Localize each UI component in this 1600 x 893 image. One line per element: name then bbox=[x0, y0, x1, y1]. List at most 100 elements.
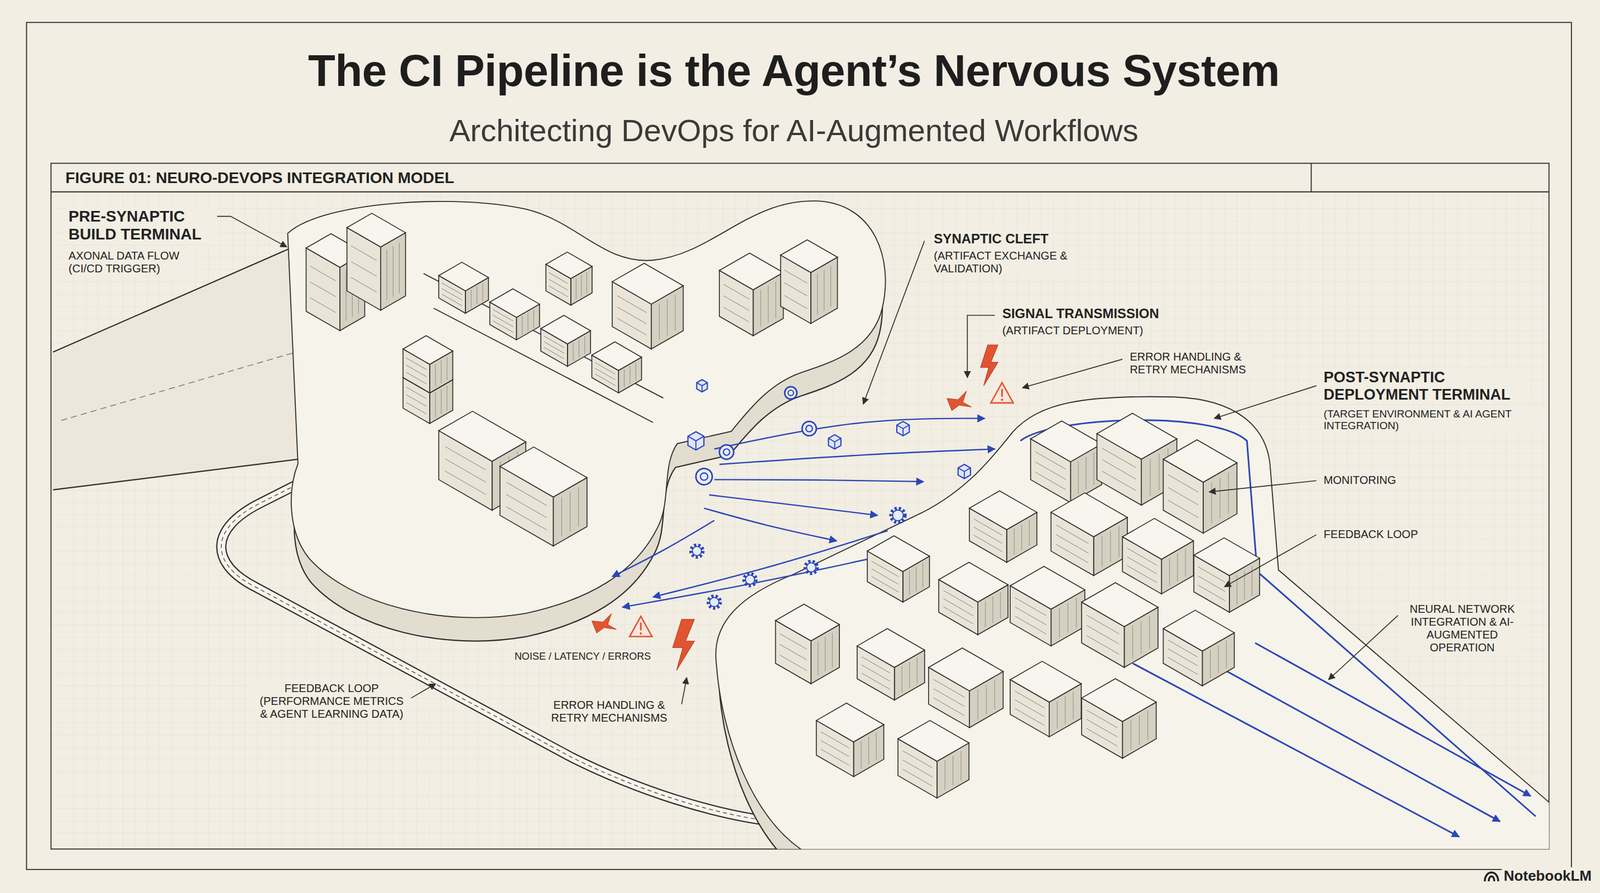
box-rib bbox=[977, 689, 979, 720]
box-top bbox=[928, 647, 1004, 691]
box-rib bbox=[1086, 457, 1087, 490]
box-rib bbox=[922, 563, 924, 588]
label-slot: FEEDBACK LOOP bbox=[1321, 527, 1489, 542]
box-rib bbox=[916, 657, 918, 684]
server-box bbox=[402, 335, 453, 393]
box-vent bbox=[1035, 472, 1066, 490]
label-slot: AXONAL DATA FLOW (CI/CD TRIGGER) bbox=[66, 248, 195, 276]
box-vent bbox=[1168, 500, 1199, 518]
label-slot: NOISE / LATENCY / ERRORS bbox=[512, 650, 659, 663]
box-top bbox=[938, 561, 1008, 602]
box-rib bbox=[584, 335, 585, 354]
box-rib bbox=[1110, 530, 1111, 562]
box-rib bbox=[901, 666, 903, 693]
gear-teeth bbox=[890, 508, 906, 523]
box-top bbox=[1050, 492, 1128, 537]
callout-note: ERROR HANDLING & RETRY MECHANISMS bbox=[539, 698, 680, 725]
box-vent bbox=[506, 482, 547, 506]
box-rib bbox=[1130, 720, 1132, 751]
box-vent bbox=[441, 294, 463, 306]
box-vent bbox=[1127, 548, 1157, 566]
cube-outline bbox=[828, 434, 842, 450]
gear-teeth bbox=[708, 596, 721, 609]
box-rib bbox=[666, 299, 668, 335]
box-rib bbox=[527, 313, 529, 331]
gear-body bbox=[806, 562, 816, 572]
deployment-module bbox=[1163, 439, 1237, 533]
label-slot: FEEDBACK LOOP (PERFORMANCE METRICS & AGE… bbox=[255, 681, 409, 722]
box-vent bbox=[406, 364, 427, 377]
server-box bbox=[780, 239, 838, 324]
signal-arrow bbox=[612, 520, 715, 578]
callout-note: (ARTIFACT EXCHANGE & VALIDATION) bbox=[931, 248, 1077, 276]
box-vent bbox=[445, 446, 487, 470]
leader-line bbox=[1214, 385, 1317, 419]
box-rib bbox=[1021, 524, 1022, 551]
box-rib bbox=[817, 273, 818, 315]
box-vent bbox=[616, 295, 647, 314]
box-top bbox=[1122, 518, 1194, 560]
box-vent bbox=[1168, 487, 1199, 505]
box-rib bbox=[521, 316, 523, 335]
box-vent bbox=[445, 471, 487, 495]
box-rib bbox=[575, 277, 577, 300]
deployment-module bbox=[1193, 537, 1260, 613]
outer-frame bbox=[26, 22, 1572, 870]
cube-outline bbox=[696, 379, 708, 392]
box-top bbox=[545, 252, 593, 280]
deployment-module bbox=[775, 603, 840, 684]
box-vent bbox=[943, 606, 974, 624]
signal-arrow bbox=[714, 418, 986, 450]
error-bolt bbox=[672, 619, 695, 671]
box-vent bbox=[1035, 462, 1066, 480]
warning-mark bbox=[640, 622, 642, 631]
cube-edge bbox=[958, 467, 971, 479]
box-vent bbox=[544, 335, 565, 348]
label-slot: SIGNAL TRANSMISSION bbox=[1000, 305, 1224, 323]
box-vent bbox=[310, 281, 336, 297]
label-slot: PRE-SYNAPTIC BUILD TERMINAL bbox=[66, 207, 218, 244]
box-top bbox=[719, 252, 784, 290]
box-rib bbox=[446, 386, 448, 411]
box-rib bbox=[1000, 592, 1001, 619]
container bbox=[500, 447, 588, 546]
label-slot: (ARTIFACT EXCHANGE & VALIDATION) bbox=[931, 248, 1077, 276]
server-rack bbox=[347, 213, 406, 311]
deployment-module bbox=[969, 490, 1037, 562]
figure-frame bbox=[50, 163, 1549, 850]
box-vent bbox=[1168, 474, 1199, 493]
box-vent bbox=[933, 697, 965, 716]
box-top bbox=[1030, 420, 1102, 462]
label-slot: SYNAPTIC CLEFT bbox=[931, 230, 1155, 248]
box-vent bbox=[902, 769, 932, 787]
box-top bbox=[867, 535, 930, 572]
deployment-module bbox=[857, 628, 925, 700]
figure-label: FIGURE 01: NEURO-DEVOPS INTEGRATION MODE… bbox=[63, 168, 456, 188]
box-rib bbox=[392, 246, 394, 297]
box-rib bbox=[1132, 625, 1133, 659]
box-top bbox=[1081, 582, 1159, 627]
gear-teeth bbox=[690, 544, 704, 557]
box-vent bbox=[871, 568, 899, 585]
deployment-module bbox=[1050, 492, 1128, 576]
box-vent bbox=[616, 306, 647, 325]
label-slot: MONITORING bbox=[1321, 473, 1489, 488]
box-rib bbox=[1101, 535, 1103, 568]
leader-line bbox=[863, 241, 925, 405]
artifact-icon bbox=[828, 434, 842, 450]
callout-heading: SYNAPTIC CLEFT bbox=[931, 230, 1051, 248]
warning-triangle bbox=[990, 382, 1013, 403]
box-vent bbox=[1086, 719, 1118, 738]
box-rib bbox=[1059, 607, 1060, 638]
box-vent bbox=[1086, 635, 1119, 655]
box-vent bbox=[1015, 616, 1047, 634]
box-vent bbox=[1198, 584, 1225, 601]
box-rib bbox=[1064, 696, 1066, 725]
box-rib bbox=[944, 760, 946, 790]
box-vent bbox=[1102, 471, 1136, 491]
box-vent bbox=[1015, 606, 1047, 625]
box-rib bbox=[909, 661, 910, 689]
box-top bbox=[591, 342, 642, 371]
box-vent bbox=[1015, 690, 1045, 709]
box-vent bbox=[861, 664, 891, 681]
